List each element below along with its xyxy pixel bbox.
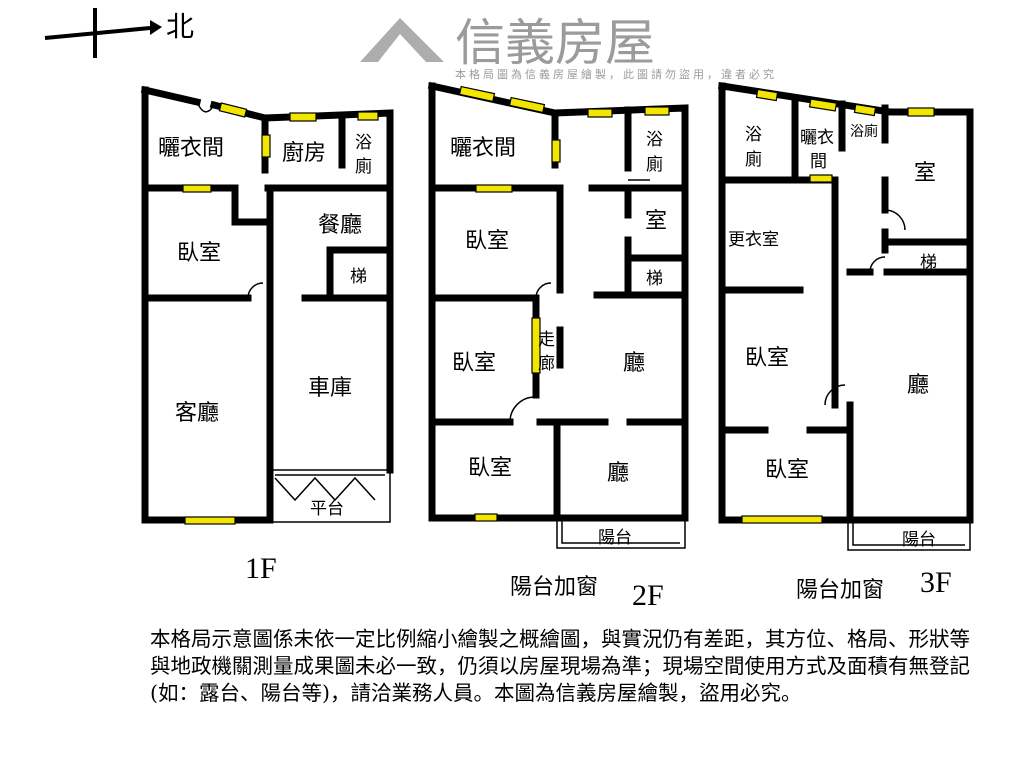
room-label: 曬衣 xyxy=(800,128,834,148)
room-label: 間 xyxy=(810,152,827,172)
room-label: 廁 xyxy=(646,154,663,175)
room-label: 更衣室 xyxy=(728,230,779,250)
room-label: 浴 xyxy=(646,130,663,150)
room-label: 廳 xyxy=(907,373,929,398)
room-label: 曬衣間 xyxy=(450,136,516,161)
room-label: 車庫 xyxy=(308,376,352,401)
watermark-caption: 本格局圖為信義房屋繪製，此圖請勿盜用，違者必究 xyxy=(455,67,777,81)
room-label: 臥室 xyxy=(465,229,509,254)
floor-label-1f: 1F xyxy=(245,552,277,585)
room-label: 臥室 xyxy=(468,456,512,481)
room-label: 走 xyxy=(538,330,555,350)
room-label: 臥室 xyxy=(745,346,789,371)
balcony-note: 陽台加窗 xyxy=(796,578,884,603)
watermark-logo-icon xyxy=(360,18,444,62)
balcony-note: 陽台加窗 xyxy=(510,575,598,600)
north-arrow-icon xyxy=(44,8,162,58)
floor-2f-walls xyxy=(427,81,689,549)
room-label: 梯 xyxy=(920,253,937,273)
room-label: 廳 xyxy=(623,351,645,376)
room-label: 廁 xyxy=(355,156,372,177)
floor-label-3f: 3F xyxy=(920,566,952,599)
disclaimer-text: 本格局示意圖係未依一定比例縮小繪製之概繪圖，與實況仍有差距，其方位、格局、形狀等… xyxy=(150,627,970,705)
room-label: 室 xyxy=(914,161,936,186)
room-label: 梯 xyxy=(646,269,663,289)
watermark: 信義房屋 本格局圖為信義房屋繪製，此圖請勿盜用，違者必究 xyxy=(360,14,777,81)
room-label: 臥室 xyxy=(452,351,496,376)
room-label: 浴廁 xyxy=(850,123,878,140)
room-label: 餐廳 xyxy=(318,213,362,238)
room-label: 廚房 xyxy=(282,141,326,166)
floor-3f-walls xyxy=(718,82,974,551)
room-label: 浴 xyxy=(745,125,762,145)
room-label: 平台 xyxy=(310,499,344,519)
room-label: 廳 xyxy=(607,461,629,486)
room-label: 浴 xyxy=(355,133,372,153)
room-label: 廁 xyxy=(745,149,762,170)
room-label: 曬衣間 xyxy=(158,136,224,161)
north-label: 北 xyxy=(166,10,194,43)
room-label: 陽台 xyxy=(902,530,936,550)
room-label: 梯 xyxy=(350,267,367,287)
watermark-brand: 信義房屋 xyxy=(455,14,655,72)
room-label: 客廳 xyxy=(175,401,219,426)
room-label: 室 xyxy=(645,209,667,234)
room-label: 陽台 xyxy=(598,528,632,548)
floor-label-2f: 2F xyxy=(632,579,664,612)
room-label: 廊 xyxy=(538,354,555,374)
floor-1f-walls xyxy=(140,85,394,525)
room-label: 臥室 xyxy=(177,241,221,266)
room-label: 臥室 xyxy=(765,458,809,483)
